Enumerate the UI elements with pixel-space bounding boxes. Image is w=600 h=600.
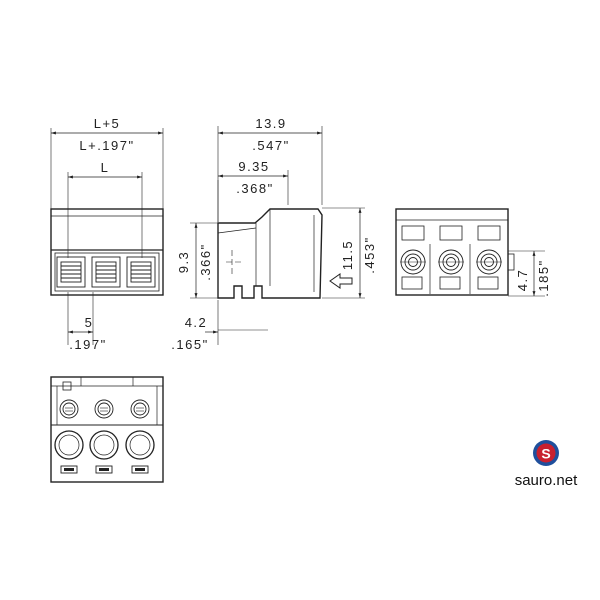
side-body-outline	[217, 208, 323, 299]
brand-logo-letter: S	[541, 446, 550, 462]
total-height-mm-label: 11.5	[340, 240, 355, 270]
offset-in-label: .165"	[171, 337, 208, 352]
pin-height-in-label: .185"	[536, 259, 551, 296]
side-view-labels: 13.9 .547" 9.35 .368" 9.3 .366" 11.5 .45…	[171, 116, 377, 352]
rear-view-labels: 4.7 .185"	[515, 259, 551, 296]
top-body-outline	[50, 376, 164, 483]
brand-logo-disc-icon	[536, 443, 556, 463]
insertion-arrow-icon	[329, 273, 353, 289]
overall-width-in-label: L+.197"	[79, 138, 134, 153]
top-wire-entry-1	[54, 430, 84, 460]
top-screw-1	[59, 399, 79, 419]
front-terminal-2	[91, 256, 121, 288]
pitch-mm-label: 5	[85, 315, 94, 330]
front-terminal-1	[56, 256, 86, 288]
top-screw-2	[94, 399, 114, 419]
pin-height-mm-label: 4.7	[515, 269, 530, 292]
total-height-in-label: .453"	[362, 236, 377, 273]
rear-body-outline	[395, 208, 509, 296]
pitch-span-label: L	[101, 160, 110, 175]
offset-mm-label: 4.2	[185, 315, 208, 330]
depth-in-label: .547"	[252, 138, 289, 153]
front-terminal-3	[126, 256, 156, 288]
side-view	[190, 126, 365, 345]
front-view-labels: L+5 L+.197" L 5 .197"	[69, 116, 134, 352]
brand-name: sauro.net	[515, 472, 578, 489]
rear-contact-3	[476, 249, 502, 275]
top-screw-3	[130, 399, 150, 419]
step-depth-in-label: .368"	[236, 181, 273, 196]
height-in-label: .366"	[198, 243, 213, 280]
top-view	[50, 376, 164, 483]
overall-width-mm-label: L+5	[94, 116, 121, 131]
top-wire-entry-3	[125, 430, 155, 460]
rear-contact-2	[438, 249, 464, 275]
brand-logo: S	[533, 440, 559, 466]
depth-mm-label: 13.9	[255, 116, 286, 131]
rear-view	[395, 208, 545, 297]
height-mm-label: 9.3	[176, 251, 191, 274]
pitch-in-label: .197"	[69, 337, 106, 352]
step-depth-mm-label: 9.35	[238, 159, 269, 174]
rear-contact-1	[400, 249, 426, 275]
front-view	[50, 128, 164, 345]
top-wire-entry-2	[89, 430, 119, 460]
